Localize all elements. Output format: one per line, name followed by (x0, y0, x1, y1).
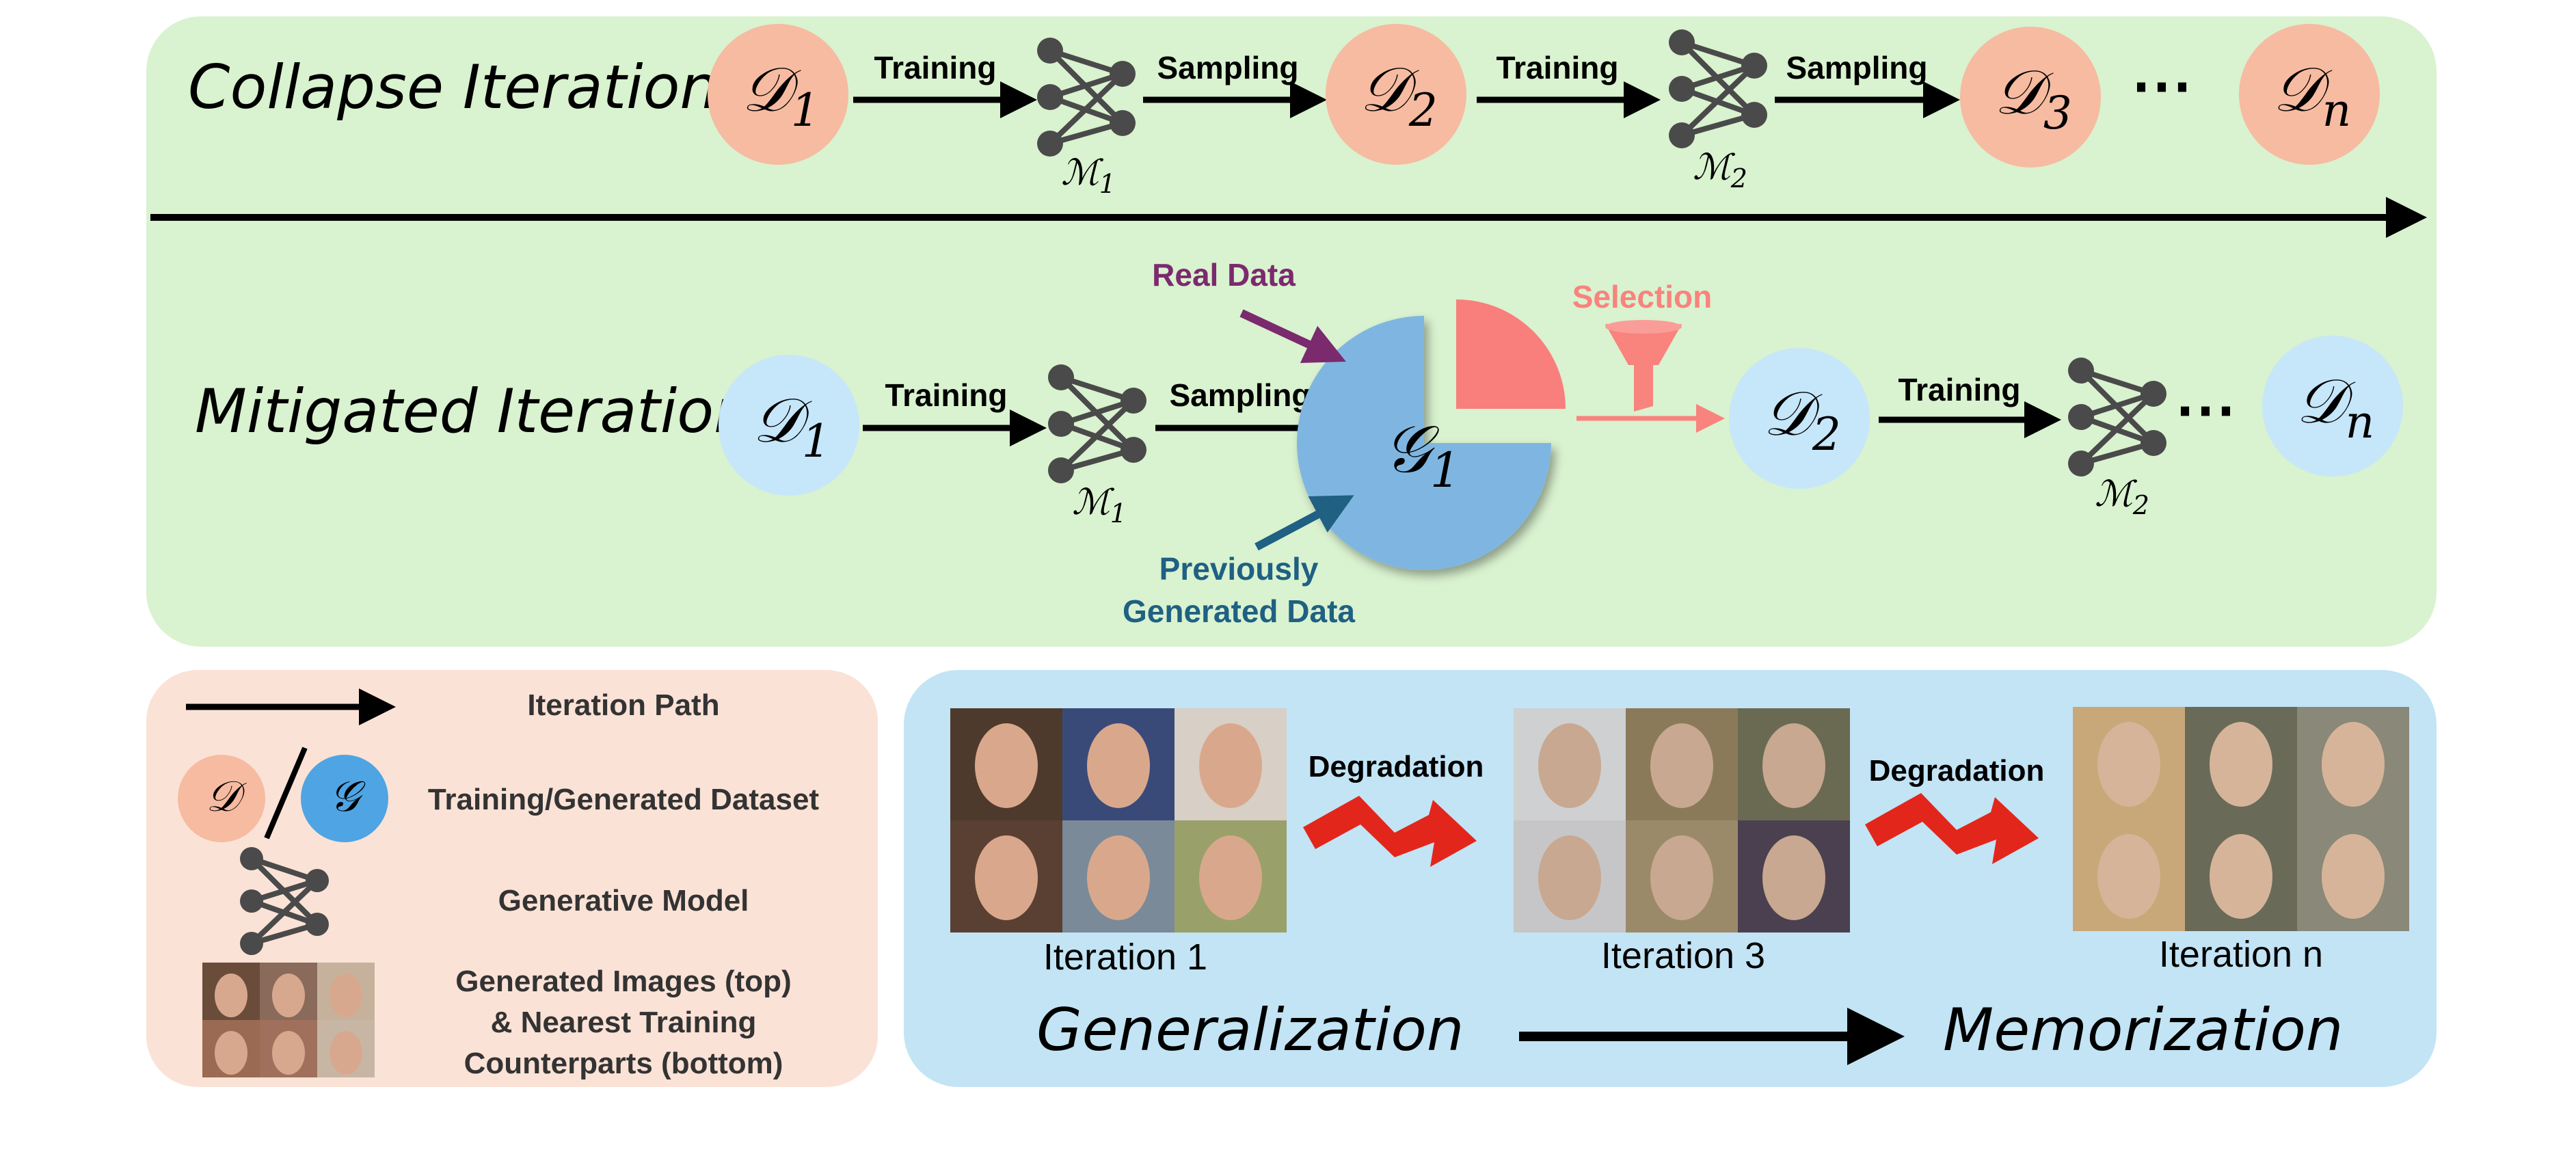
collapse-ellipsis: ⋯ (2131, 52, 2192, 120)
legend-images-label-line1: Generated Images (top) (455, 965, 791, 998)
degradation-arrow-1-icon (1303, 796, 1477, 867)
iteration-1-label: Iteration 1 (1043, 937, 1207, 978)
collapse-model-1-label: ℳ1 (1061, 152, 1116, 199)
legend-model-icon (240, 847, 329, 955)
mitigated-title: Mitigated Iteration (195, 376, 752, 446)
generalization-label: Generalization (1036, 996, 1464, 1064)
collapse-sampling-label-2: Sampling (1786, 50, 1927, 85)
mitigated-model-1-icon (1048, 364, 1146, 483)
previously-generated-label-line2: Generated Data (1123, 593, 1355, 629)
degradation-arrow-2-icon (1865, 793, 2039, 864)
degradation-label-2: Degradation (1869, 754, 2045, 788)
collapse-d2-node: 𝒟2 (1326, 24, 1466, 165)
memorization-label: Memorization (1943, 996, 2343, 1064)
legend-dataset-icon: 𝒟 𝒢 (178, 747, 388, 842)
degradation-label-1: Degradation (1309, 750, 1484, 783)
iteration-n-face-grid-image (2073, 707, 2409, 931)
previously-generated-label-line1: Previously (1159, 551, 1319, 587)
g1-pie-chart: 𝒢1 (1297, 299, 1566, 570)
pie-generated-slice (1297, 316, 1551, 570)
legend-dataset-label: Training/Generated Dataset (428, 783, 820, 816)
pie-real-slice (1456, 299, 1566, 409)
mitigated-model-1-label: ℳ1 (1072, 482, 1127, 528)
legend-model-label: Generative Model (498, 884, 749, 917)
collapse-training-label-1: Training (874, 50, 997, 85)
legend-path-label: Iteration Path (527, 688, 719, 722)
real-data-arrow (1239, 309, 1346, 363)
collapse-training-label-2: Training (1497, 50, 1619, 85)
mitigated-training-label-1: Training (885, 377, 1008, 413)
svg-text:𝒢1: 𝒢1 (1384, 411, 1461, 498)
mitigated-d2-node: 𝒟2 (1729, 348, 1870, 489)
iteration-n-label: Iteration n (2159, 934, 2323, 975)
funnel-icon (1605, 320, 1682, 412)
iteration-3-label: Iteration 3 (1601, 935, 1765, 976)
mitigated-ellipsis: ⋯ (2175, 376, 2236, 444)
collapse-d1-subscript: 1 (791, 84, 820, 137)
collapse-model-2-icon (1669, 29, 1767, 148)
collapse-title: Collapse Iteration (188, 52, 718, 122)
legend-images-label-line3: Counterparts (bottom) (464, 1047, 783, 1080)
mitigated-sampling-label: Sampling (1169, 377, 1311, 413)
mitigated-training-label-2: Training (1899, 372, 2021, 407)
collapse-sampling-label-1: Sampling (1157, 50, 1298, 85)
collapse-model-2-label: ℳ2 (1693, 147, 1747, 193)
previous-data-arrow (1255, 495, 1354, 551)
real-data-label: Real Data (1152, 257, 1296, 293)
mitigated-model-2-icon (2068, 358, 2166, 477)
collapse-dn-node: 𝒟n (2239, 24, 2380, 165)
legend-face-grid-image (202, 963, 375, 1077)
legend-images-label-line2: & Nearest Training (491, 1006, 757, 1039)
collapse-model-1-icon (1037, 38, 1136, 157)
mitigated-d1-node: 𝒟1 (719, 355, 859, 496)
collapse-d3-node: 𝒟3 (1960, 27, 2101, 167)
collapse-d1-node: 𝒟1 (708, 24, 848, 165)
mitigated-dn-node: 𝒟n (2262, 336, 2403, 477)
selection-label: Selection (1572, 279, 1713, 314)
svg-text:𝒟1: 𝒟1 (753, 385, 831, 468)
mitigated-model-2-label: ℳ2 (2095, 474, 2149, 520)
iteration-1-face-grid-image (950, 708, 1287, 932)
iteration-3-face-grid-image (1514, 708, 1850, 932)
top-panel (146, 16, 2437, 647)
